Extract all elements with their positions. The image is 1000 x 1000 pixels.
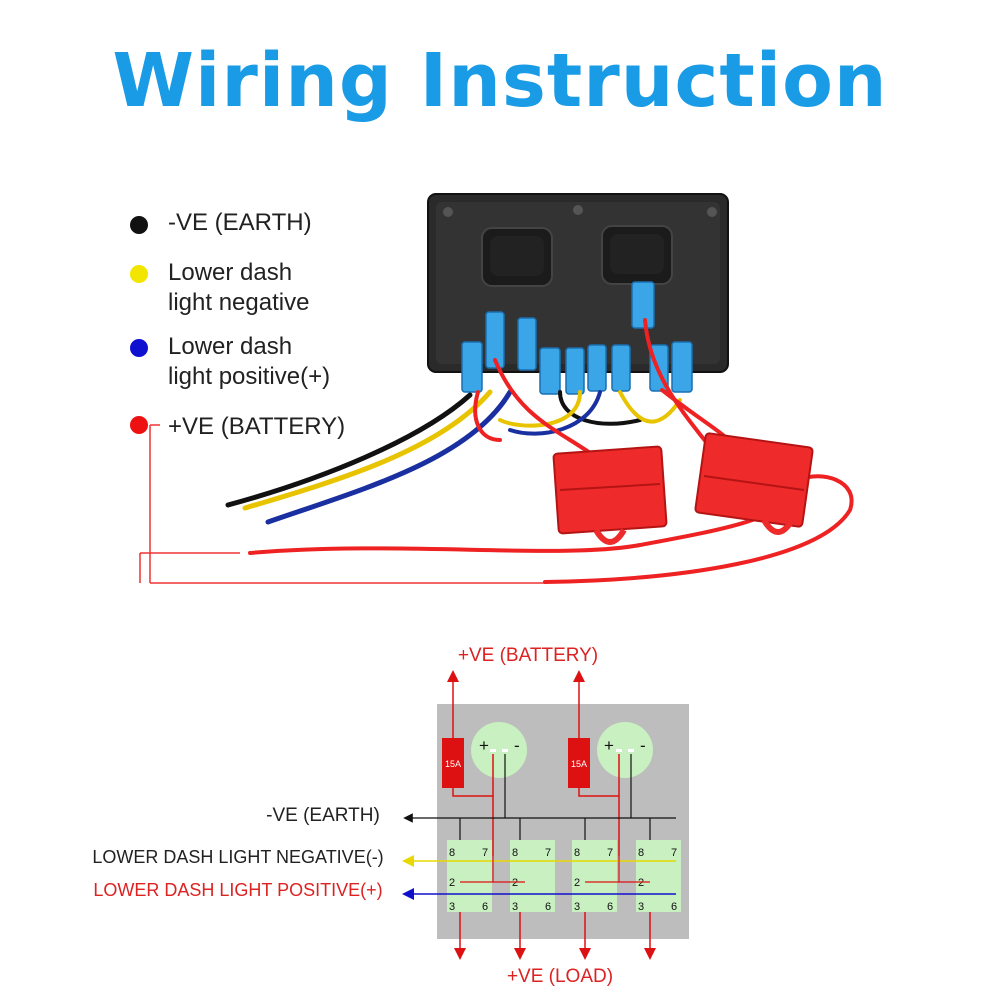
sw3-pin7: 7 <box>607 847 613 859</box>
sw1-pin3: 3 <box>449 901 455 913</box>
fuse-15a-right: 15A <box>568 738 590 788</box>
usb-left-plus: + <box>479 736 489 755</box>
battery-wiring <box>452 754 620 856</box>
blue-dot-icon <box>130 339 148 357</box>
rocker-switch-1: 8 7 2 3 6 <box>447 840 492 913</box>
sw4-pin6: 6 <box>671 901 677 913</box>
load-arrows <box>454 912 656 960</box>
sw1-pin8: 8 <box>449 847 455 859</box>
negative-label: LOWER DASH LIGHT NEGATIVE(-) <box>92 847 383 867</box>
sw3-pin2: 2 <box>574 877 580 889</box>
wiring-schematic: +VE (BATTERY) -VE (EARTH) LOWER DASH LIG… <box>92 645 689 987</box>
yellow-dot-icon <box>130 265 148 283</box>
sw4-pin8: 8 <box>638 847 644 859</box>
sw2-pin7: 7 <box>545 847 551 859</box>
positive-label: LOWER DASH LIGHT POSITIVE(+) <box>93 880 382 900</box>
sw3-pin8: 8 <box>574 847 580 859</box>
switch-panel-illustration <box>139 193 854 584</box>
usb-left-minus: - <box>514 736 520 755</box>
usb-right-plus: + <box>604 736 614 755</box>
fuse-holder-left <box>552 445 668 545</box>
sw1-pin6: 6 <box>482 901 488 913</box>
sw2-pin2: 2 <box>512 877 518 889</box>
usb-socket-left: + - <box>471 722 527 778</box>
sw1-pin7: 7 <box>482 847 488 859</box>
rocker-switch-4: 8 7 2 3 6 <box>636 840 681 913</box>
rocker-switch-3: 8 7 2 3 6 <box>572 840 617 913</box>
internal-positive-links <box>460 856 650 883</box>
legend-label-battery: +VE (BATTERY) <box>168 413 346 440</box>
earth-label: -VE (EARTH) <box>266 805 380 826</box>
sw4-pin7: 7 <box>671 847 677 859</box>
fuse-holder-right <box>694 432 814 535</box>
legend-label-negative: Lower dash light negative <box>168 259 310 316</box>
sw4-pin2: 2 <box>638 877 644 889</box>
sw1-pin2: 2 <box>449 877 455 889</box>
sw3-pin3: 3 <box>574 901 580 913</box>
fuse-left-label: 15A <box>445 759 461 769</box>
legend-label-earth: -VE (EARTH) <box>168 209 312 236</box>
page-title: Wiring Instruction <box>112 38 888 124</box>
earth-wiring <box>403 754 676 850</box>
black-dot-icon <box>130 216 148 234</box>
usb-right-minus: - <box>640 736 646 755</box>
fuse-right-label: 15A <box>571 759 587 769</box>
sw2-pin6: 6 <box>545 901 551 913</box>
sw3-pin6: 6 <box>607 901 613 913</box>
fuse-15a-left: 15A <box>442 738 464 788</box>
red-dot-icon <box>130 416 148 434</box>
load-label: +VE (LOAD) <box>507 966 613 987</box>
sw2-pin8: 8 <box>512 847 518 859</box>
sw2-pin3: 3 <box>512 901 518 913</box>
legend-label-positive: Lower dash light positive(+) <box>168 333 331 390</box>
sw4-pin3: 3 <box>638 901 644 913</box>
battery-label: +VE (BATTERY) <box>458 645 598 666</box>
battery-leader-line <box>139 424 545 584</box>
rocker-switch-2: 8 7 2 3 6 <box>510 840 555 913</box>
usb-socket-right: + - <box>597 722 653 778</box>
blue-connectors <box>461 281 693 395</box>
